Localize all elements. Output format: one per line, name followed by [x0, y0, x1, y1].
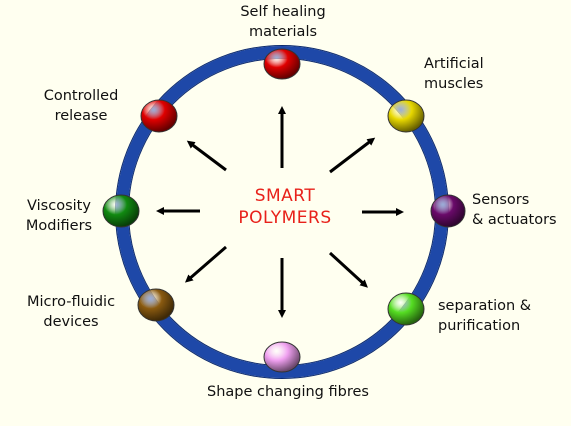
label-viscosity-line1: Viscosity	[27, 198, 91, 214]
label-separation-line1: separation &	[438, 298, 532, 314]
arrow-up-right	[329, 137, 376, 174]
node-shape-changing	[263, 341, 301, 373]
label-artificial-muscles-line1: Artificial	[424, 56, 484, 72]
node-controlled-release	[140, 99, 178, 133]
center-title-line2: POLYMERS	[238, 208, 332, 228]
node-microfluidic	[137, 288, 175, 322]
label-microfluidic: Micro-fluidic devices	[22, 292, 120, 332]
label-separation: separation & purification	[438, 296, 531, 336]
label-sensors-line1: Sensors	[472, 192, 530, 208]
center-title: SMART POLYMERS	[205, 185, 365, 229]
label-microfluidic-line1: Micro-fluidic	[26, 294, 116, 310]
label-viscosity: Viscosity Modifiers	[20, 196, 98, 236]
node-self-healing	[263, 48, 301, 80]
label-controlled-release-line1: Controlled	[43, 88, 119, 104]
label-controlled-release: Controlled release	[40, 86, 122, 126]
label-sensors-line2: & actuators	[472, 212, 557, 228]
label-self-healing-line2: materials	[248, 24, 318, 40]
arrow-down-left	[184, 245, 227, 283]
label-artificial-muscles: Artificial muscles	[424, 54, 484, 94]
node-separation	[387, 292, 425, 326]
node-viscosity	[102, 194, 140, 228]
label-shape-changing-line1: Shape changing fibres	[207, 384, 369, 400]
label-viscosity-line2: Modifiers	[25, 218, 93, 234]
label-microfluidic-line2: devices	[43, 314, 99, 330]
label-self-healing: Self healing materials	[233, 2, 333, 42]
label-shape-changing: Shape changing fibres	[207, 382, 369, 402]
label-separation-line2: purification	[438, 318, 521, 334]
label-artificial-muscles-line2: muscles	[424, 76, 484, 92]
arrow-up-left	[186, 140, 227, 172]
arrow-down-right	[328, 251, 368, 288]
arrows-group	[156, 106, 404, 318]
label-controlled-release-line2: release	[54, 108, 108, 124]
nodes-group	[102, 48, 466, 373]
label-sensors: Sensors & actuators	[472, 190, 557, 230]
node-sensors	[430, 194, 466, 228]
center-title-line1: SMART	[254, 186, 316, 206]
node-artificial-muscles	[387, 99, 425, 133]
label-self-healing-line1: Self healing	[240, 4, 326, 20]
